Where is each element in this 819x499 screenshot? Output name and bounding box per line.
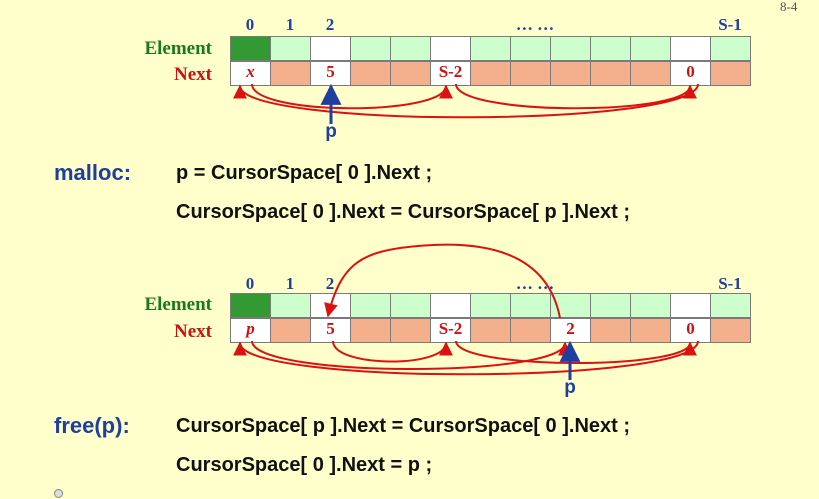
cursor-array-diagram-2: 0 1 2 … … S-1 Element Next p 5 S-2 2 0 p — [144, 243, 751, 398]
next-cell-2: 5 — [310, 61, 351, 86]
next-link-arrows — [233, 83, 699, 124]
next-cell-value: 5 — [326, 319, 335, 338]
link-arrow-8-to-2 — [324, 243, 561, 319]
next-cell-2: 5 — [310, 318, 351, 343]
next-cell-value: 5 — [326, 62, 335, 81]
free-line-1: CursorSpace[ p ].Next = CursorSpace[ 0 ]… — [176, 415, 631, 437]
row-label-element: Element — [144, 38, 212, 59]
next-cell-3 — [350, 61, 391, 86]
next-cell-7 — [510, 61, 551, 86]
index-label-ellipsis: … … — [515, 15, 555, 34]
pointer-label: p — [564, 377, 576, 398]
element-cell-7 — [510, 36, 551, 61]
next-cell-6 — [470, 61, 511, 86]
next-cell-12 — [710, 61, 751, 86]
element-cell-9 — [590, 36, 631, 61]
next-cell-6 — [470, 318, 511, 343]
link-arrow-0-to-2 — [251, 83, 453, 110]
next-cell-0: p — [230, 318, 271, 343]
link-arrow-11-to-0 — [233, 340, 699, 376]
element-cell-11 — [670, 36, 711, 61]
index-label-0: 0 — [245, 274, 255, 293]
next-cell-4 — [390, 61, 431, 86]
link-arrow-5-to-11 — [455, 340, 697, 364]
next-cell-value: S-2 — [438, 62, 463, 81]
element-cell-6 — [470, 293, 511, 318]
link-arrow-0-to-8 — [251, 340, 572, 370]
element-cell-1 — [270, 293, 311, 318]
page-number: 8-4 — [780, 0, 798, 14]
index-label-last: S-1 — [718, 274, 742, 293]
free-line-2: CursorSpace[ 0 ].Next = p ; — [176, 454, 433, 476]
index-label-2: 2 — [325, 15, 335, 34]
element-cell-11 — [670, 293, 711, 318]
index-label-last: S-1 — [718, 15, 742, 34]
next-cell-1 — [270, 61, 311, 86]
link-arrow-11-to-0 — [233, 83, 699, 119]
element-cell-3 — [350, 293, 391, 318]
row-label-element: Element — [144, 294, 212, 315]
index-label-0: 0 — [245, 15, 255, 34]
next-link-arrows — [233, 243, 699, 380]
link-arrow-2-to-5 — [332, 340, 453, 363]
next-cell-0: x — [230, 61, 271, 86]
next-cell-4 — [390, 318, 431, 343]
cursor-array-diagram-1: 0 1 2 … … S-1 Element Next x 5 S-2 0 p — [0, 0, 819, 150]
index-label-2: 2 — [325, 274, 335, 293]
next-cell-5: S-2 — [430, 318, 471, 343]
next-cell-8: 2 — [550, 318, 591, 343]
pointer-label: p — [325, 121, 337, 142]
malloc-line-2: CursorSpace[ 0 ].Next = CursorSpace[ p ]… — [176, 201, 631, 223]
next-cell-value: 0 — [686, 62, 695, 81]
malloc-line-1: p = CursorSpace[ 0 ].Next ; — [176, 162, 433, 184]
link-arrow-5-to-11 — [455, 83, 697, 110]
element-cell-4 — [390, 293, 431, 318]
pen-cursor-icon — [54, 489, 63, 498]
next-cell-value: S-2 — [438, 319, 463, 338]
index-label-ellipsis: … … — [515, 274, 555, 293]
index-label-1: 1 — [285, 274, 295, 293]
next-cell-10 — [630, 318, 671, 343]
element-cell-0 — [230, 293, 271, 318]
row-label-next: Next — [174, 321, 212, 342]
element-cell-5 — [430, 36, 471, 61]
element-cell-12 — [710, 36, 751, 61]
element-cell-7 — [510, 293, 551, 318]
index-label-1: 1 — [285, 15, 295, 34]
next-cell-3 — [350, 318, 391, 343]
row-label-next: Next — [174, 64, 212, 85]
next-cell-9 — [590, 61, 631, 86]
element-cell-3 — [350, 36, 391, 61]
next-cell-7 — [510, 318, 551, 343]
next-cell-value: p — [246, 319, 255, 338]
next-cell-1 — [270, 318, 311, 343]
next-cell-value: 2 — [566, 319, 575, 338]
next-cell-value: x — [246, 62, 255, 81]
element-cell-1 — [270, 36, 311, 61]
next-cell-value: 0 — [686, 319, 695, 338]
next-cell-12 — [710, 318, 751, 343]
malloc-label: malloc: — [54, 160, 132, 185]
next-cell-9 — [590, 318, 631, 343]
next-cell-10 — [630, 61, 671, 86]
free-label: free(p): — [54, 413, 130, 438]
element-cell-12 — [710, 293, 751, 318]
